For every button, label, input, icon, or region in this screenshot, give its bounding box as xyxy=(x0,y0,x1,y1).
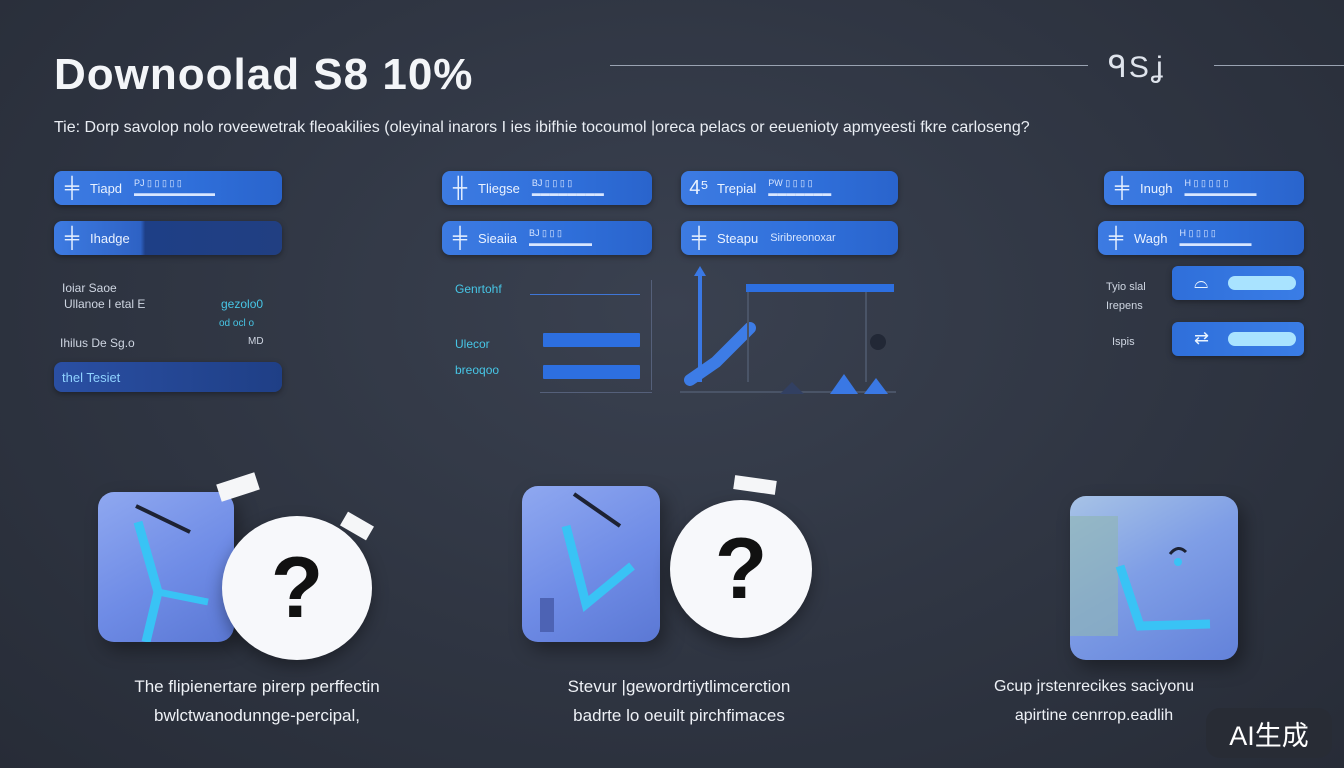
feature-2-caption: Stevur |gewordrtiytlimcerction badrte lo… xyxy=(520,672,838,730)
toggle-knob xyxy=(1228,332,1296,346)
tool-icon: ╪ xyxy=(64,226,80,249)
title-divider xyxy=(610,65,1088,66)
right-toggle-1[interactable]: ⌓ xyxy=(1172,266,1304,300)
center-pill-1-detail: PW ▯ ▯ ▯ ▯ xyxy=(768,178,813,188)
right-pill-2-detail-2: ▬▬▬▬▬▬▬▬ xyxy=(1179,238,1252,248)
center-pill-1-label: Trepial xyxy=(717,180,757,196)
center-pill-1[interactable]: 4⁵ Trepial PW ▯ ▯ ▯ ▯ ▬▬▬▬▬▬▬ xyxy=(681,171,898,205)
left-pill-2[interactable]: ╪ Ihadge xyxy=(54,221,282,255)
tool-icon: 4⁵ xyxy=(689,176,709,199)
ai-generated-badge: AI生成 xyxy=(1206,708,1332,758)
left-row-2-value: gezolo0 xyxy=(221,297,264,311)
center-pill-2[interactable]: ╪ Steapu Siribreonoxar xyxy=(681,221,898,255)
left-row-2-label: Ullanoe I etal E xyxy=(64,297,146,311)
tool-icon: ╪ xyxy=(691,226,707,249)
left-row-1-label: Ioiar Saoe xyxy=(62,281,117,295)
paper-icon xyxy=(216,472,260,502)
box-icon xyxy=(98,492,234,644)
left-footer-pill[interactable]: thel Tesiet xyxy=(54,362,282,392)
feature-1-line-1: The flipienertare pirerp perffectin xyxy=(134,677,380,696)
middle-row-1-line xyxy=(530,294,640,295)
left-footer-label: thel Tesiet xyxy=(62,369,121,385)
feature-1-line-2: bwlctwanodunnge-percipal, xyxy=(153,706,361,725)
left-pill-2-label: Ihadge xyxy=(90,230,130,246)
left-row-4-value: MD xyxy=(248,336,264,347)
middle-row-1-label: Genrtohf xyxy=(455,282,502,296)
right-pill-2-label: Wagh xyxy=(1134,230,1168,246)
middle-pill-2-label: Sieaiia xyxy=(478,230,518,246)
feature-3-line-2: apirtine cenrrop.eadlih xyxy=(1014,707,1174,724)
toggle-knob xyxy=(1228,276,1296,290)
right-toggle-2[interactable]: ⇄ xyxy=(1172,322,1304,356)
middle-pill-2[interactable]: ╪ Sieaiia BJ ▯ ▯ ▯ ▬▬▬▬▬▬▬ xyxy=(442,221,652,255)
feature-2-line-1: Stevur |gewordrtiytlimcerction xyxy=(567,677,791,696)
right-pill-2[interactable]: ╪ Wagh H ▯ ▯ ▯ ▯ ▬▬▬▬▬▬▬▬ xyxy=(1098,221,1304,255)
question-icon: ? xyxy=(222,516,372,660)
chart-icon: ╫ xyxy=(452,176,468,199)
tool-icon: ╪ xyxy=(452,226,468,249)
middle-pill-2-detail-2: ▬▬▬▬▬▬▬ xyxy=(529,238,593,248)
left-row-4-label: Ihilus De Sg.o xyxy=(60,336,135,350)
middle-row-2-label: Ulecor xyxy=(455,337,490,351)
right-pill-1[interactable]: ╪ Inugh H ▯ ▯ ▯ ▯ ▯ ▬▬▬▬▬▬▬▬ xyxy=(1104,171,1304,205)
middle-baseline xyxy=(540,392,652,393)
cloud-icon: ⌓ xyxy=(1194,272,1209,292)
middle-pill-1-detail: BJ ▯ ▯ ▯ ▯ xyxy=(531,178,573,188)
center-pill-2-detail: Siribreonoxar xyxy=(770,232,836,244)
right-row-3-label: Ispis xyxy=(1112,336,1135,348)
center-pill-2-label: Steapu xyxy=(717,230,759,246)
feature-3-caption: Gcup jrstenrecikes saciyonu apirtine cen… xyxy=(966,672,1222,730)
right-pill-2-detail: H ▯ ▯ ▯ ▯ xyxy=(1179,228,1216,238)
left-pill-1-label: Tiapd xyxy=(90,180,123,196)
tool-icon: ╪ xyxy=(1108,226,1124,249)
middle-pill-1[interactable]: ╫ Tliegse BJ ▯ ▯ ▯ ▯ ▬▬▬▬▬▬▬▬ xyxy=(442,171,652,205)
middle-pill-1-label: Tliegse xyxy=(478,180,520,196)
right-row-1-label: Tyio slal xyxy=(1106,281,1146,293)
right-pill-1-label: Inugh xyxy=(1140,180,1173,196)
checkmark-icon xyxy=(684,322,756,386)
middle-pill-1-detail-2: ▬▬▬▬▬▬▬▬ xyxy=(531,188,604,198)
brand-logo-icon: ᑫSʝ xyxy=(1108,51,1165,84)
swap-icon: ⇄ xyxy=(1194,328,1210,348)
feature-3-line-1: Gcup jrstenrecikes saciyonu xyxy=(993,678,1195,695)
page-title: Downoolad S8 10% xyxy=(54,50,474,99)
tool-icon: ╪ xyxy=(64,176,80,199)
left-row-3-value: od ocl o xyxy=(219,318,255,329)
middle-row-3-label: breoqoo xyxy=(455,363,500,377)
feature-1-caption: The flipienertare pirerp perffectin bwlc… xyxy=(92,672,422,730)
feature-2-line-2: badrte lo oeuilt pirchfimaces xyxy=(573,706,785,725)
right-row-2-label: Irepens xyxy=(1106,300,1143,312)
right-pill-1-detail: H ▯ ▯ ▯ ▯ ▯ xyxy=(1184,178,1229,188)
box-icon xyxy=(522,486,660,642)
left-pill-1-detail-2: ▬▬▬▬▬▬▬▬▬ xyxy=(134,188,216,198)
middle-pill-2-detail: BJ ▯ ▯ ▯ xyxy=(529,228,562,238)
center-pill-1-detail-2: ▬▬▬▬▬▬▬ xyxy=(768,188,832,198)
title-divider-right xyxy=(1214,65,1344,66)
middle-divider xyxy=(651,280,652,390)
right-pill-1-detail-2: ▬▬▬▬▬▬▬▬ xyxy=(1184,188,1257,198)
page-subtitle: Tie: Dorp savolop nolo roveewetrak fleoa… xyxy=(54,119,1030,136)
tool-icon: ╪ xyxy=(1114,176,1130,199)
center-illustration xyxy=(680,266,896,394)
box-icon xyxy=(1070,496,1238,660)
middle-row-3-bar xyxy=(543,365,640,379)
center-bar xyxy=(746,284,894,292)
paper-icon xyxy=(733,475,777,495)
left-pill-1[interactable]: ╪ Tiapd PJ ▯ ▯ ▯ ▯ ▯ ▬▬▬▬▬▬▬▬▬ xyxy=(54,171,282,205)
middle-row-2-bar xyxy=(543,333,640,347)
left-pill-1-detail: PJ ▯ ▯ ▯ ▯ ▯ xyxy=(134,178,182,188)
question-icon: ? xyxy=(670,500,812,638)
